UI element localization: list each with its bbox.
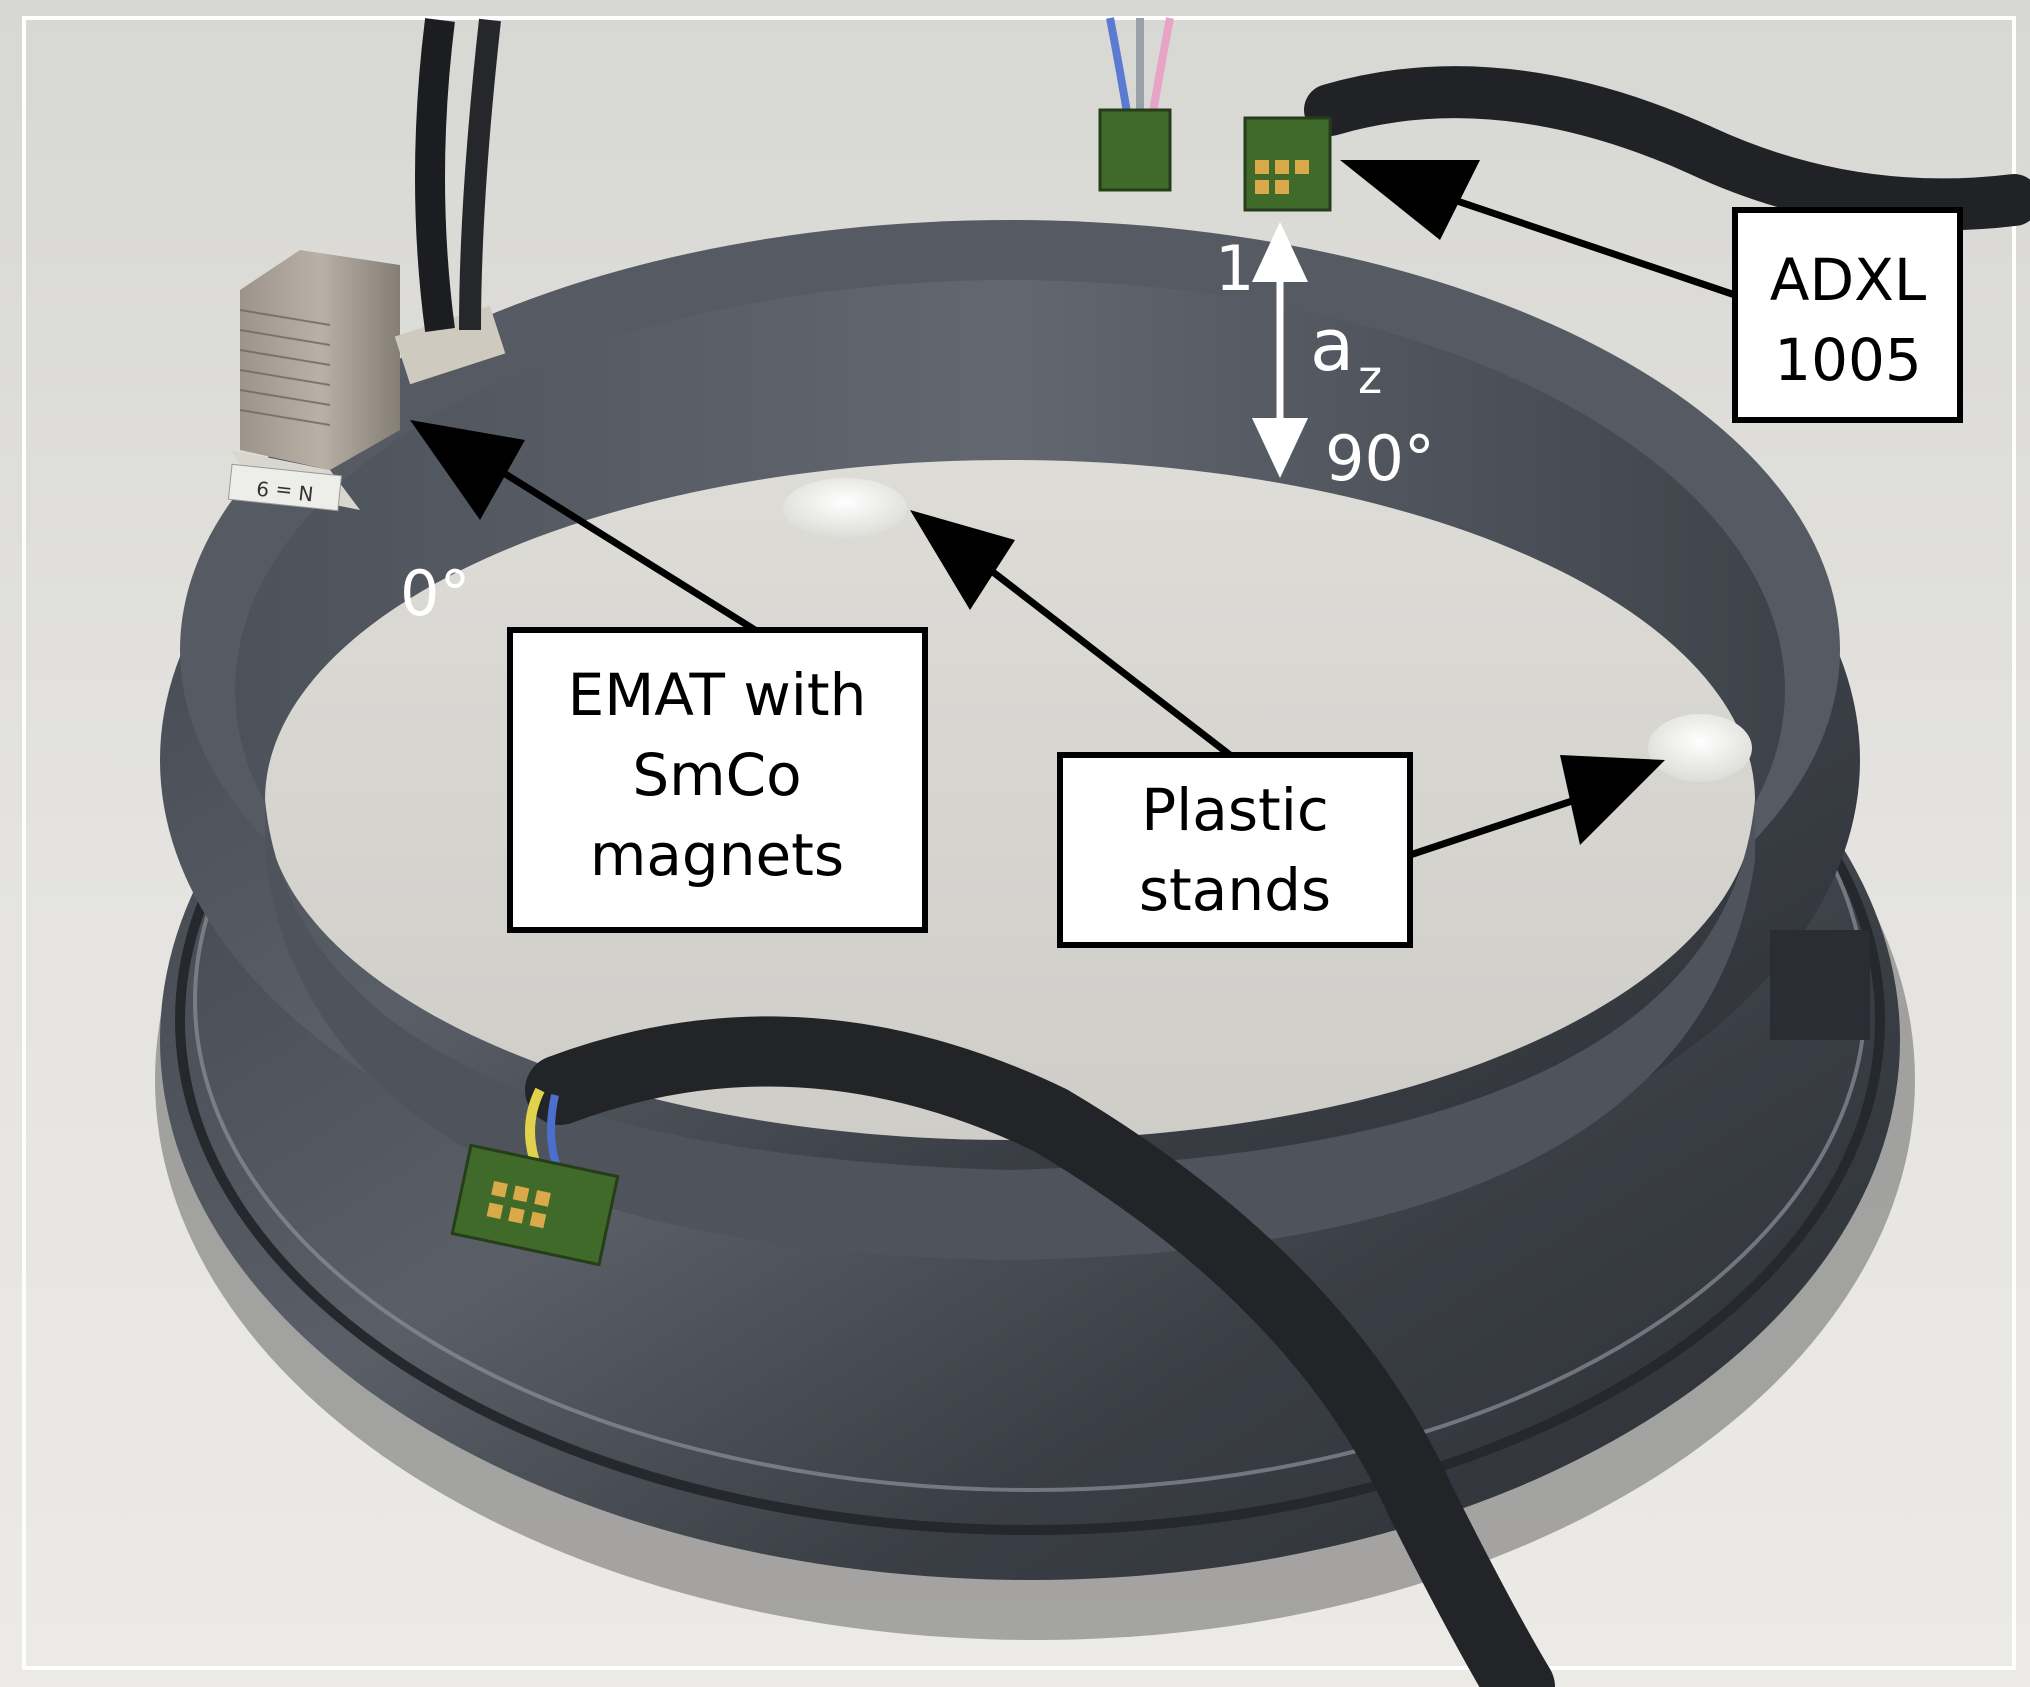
emat-label-line1: EMAT with: [568, 661, 867, 729]
emat-label-box: [507, 627, 928, 933]
adxl-label-box: [1732, 207, 1963, 423]
emat-cable: [415, 18, 455, 332]
sensor-pcb-left: [1098, 108, 1172, 192]
az-arrowhead-down: [1252, 418, 1308, 478]
stands-label-line1: Plastic: [1141, 776, 1329, 844]
angle-ninety-label: 90°: [1325, 422, 1435, 495]
emat-magnet: N = 9: [227, 250, 506, 512]
adxl-label-line2: 1005: [1774, 326, 1922, 394]
stands-label-line2: stands: [1139, 856, 1331, 924]
adxl-cable: [1304, 66, 2030, 231]
magnet-tag-text: N = 9: [255, 476, 314, 506]
emat-cable-2: [459, 18, 501, 331]
emat-arrowhead: [410, 420, 525, 520]
plastic-stand-right: [1648, 714, 1752, 782]
bottom-pads: [486, 1180, 551, 1229]
photo-border: [22, 16, 2016, 1670]
adxl-arrowhead: [1340, 160, 1480, 240]
sensor-pcb-bottom: [450, 1143, 620, 1267]
ring-slot: [1770, 930, 1870, 1040]
az-subscript: z: [1358, 350, 1382, 404]
emat-label-line3: magnets: [590, 821, 844, 889]
stands-arrowhead-left: [910, 510, 1015, 610]
stands-label-box: [1057, 752, 1413, 948]
az-arrowhead-up: [1252, 222, 1308, 282]
bottom-cable: [525, 1016, 1555, 1687]
adxl-label-line1: ADXL: [1770, 246, 1926, 314]
ring-inner-wall-front: [265, 800, 1755, 1260]
angle-zero-label: 0°: [400, 557, 470, 630]
axis-number-label: 1: [1215, 232, 1254, 305]
stands-arrowhead-right: [1560, 755, 1665, 845]
adxl-pads: [1255, 160, 1309, 194]
ring-inner-floor: [265, 460, 1755, 1140]
plastic-stand-left: [783, 478, 907, 538]
emat-label-line2: SmCo: [632, 741, 801, 809]
az-symbol: a: [1310, 303, 1354, 387]
